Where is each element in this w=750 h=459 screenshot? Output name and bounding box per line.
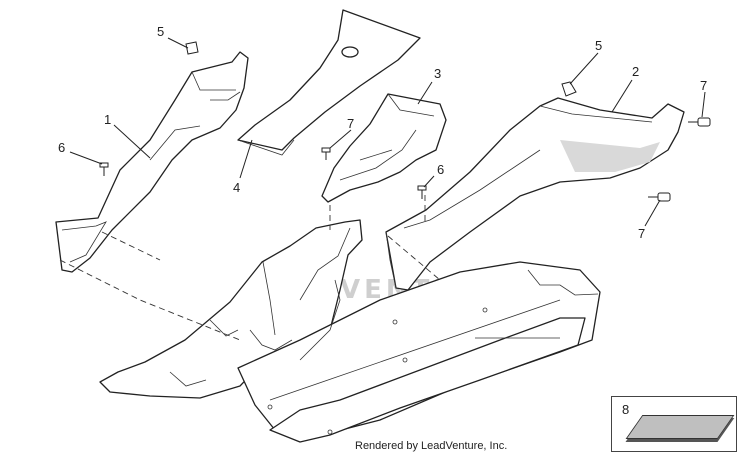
screw-6-right-icon	[417, 185, 427, 199]
callout-7-lower: 7	[638, 226, 645, 241]
callout-1: 1	[104, 112, 111, 127]
render-credit: Rendered by LeadVenture, Inc.	[355, 440, 508, 452]
callout-6-left: 6	[58, 140, 65, 155]
callout-3: 3	[434, 66, 441, 81]
callout-6-right: 6	[437, 162, 444, 177]
callout-8: 8	[622, 402, 630, 417]
part-4-floor-mat	[237, 9, 421, 156]
callout-7-upper: 7	[700, 78, 707, 93]
lower-frame-body	[99, 219, 601, 443]
part-3-bracket-cover	[321, 93, 447, 203]
callout-5-right: 5	[595, 38, 602, 53]
part-2-right-side-cover	[385, 97, 685, 291]
leader-lines	[69, 37, 706, 227]
callout-2: 2	[632, 64, 639, 79]
assembly-guide-lines	[59, 195, 441, 341]
part-1-left-side-cover	[55, 51, 249, 273]
screw-7-upper-icon	[688, 117, 711, 127]
screw-6-left-icon	[99, 162, 109, 176]
screw-7-mid-icon	[321, 147, 331, 160]
part-8-pad-icon	[625, 415, 735, 439]
screw-7-lower-icon	[648, 192, 671, 202]
callout-7-mid: 7	[347, 116, 354, 131]
clip-5-right-icon	[561, 81, 577, 97]
clip-5-left-icon	[185, 41, 199, 55]
callout-4: 4	[233, 180, 240, 195]
part-8-legend-box: 8	[611, 396, 737, 452]
callout-5-left: 5	[157, 24, 164, 39]
